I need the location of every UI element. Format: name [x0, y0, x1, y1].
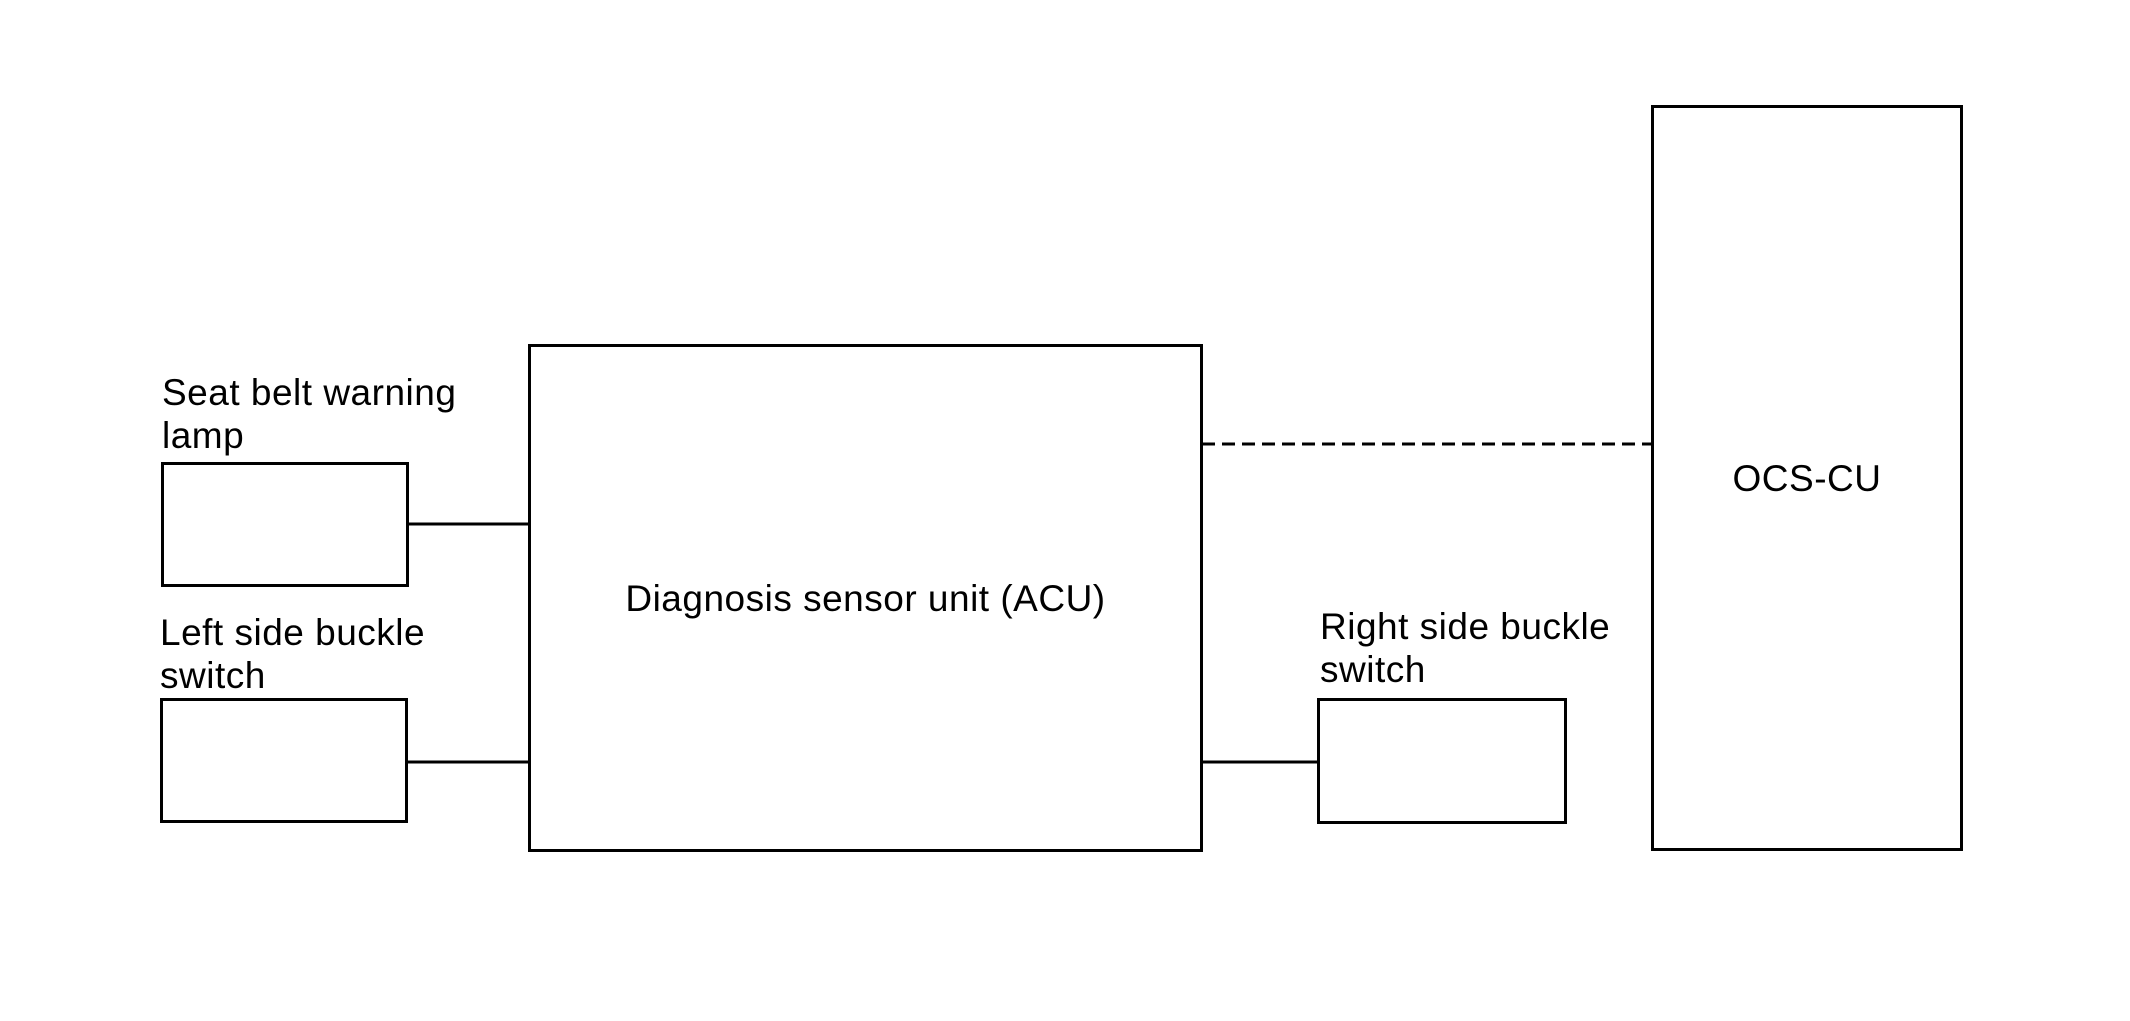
right-side-buckle-switch-box	[1317, 698, 1567, 824]
left-side-buckle-switch-label: Left side buckle switch	[160, 612, 426, 696]
diagnosis-sensor-unit-acu-box: Diagnosis sensor unit (ACU)	[528, 344, 1203, 852]
ocs-cu-box: OCS-CU	[1651, 105, 1963, 851]
ocs-cu-label: OCS-CU	[1732, 457, 1882, 499]
seat-belt-warning-lamp-label: Seat belt warning lamp	[162, 372, 457, 456]
right-side-buckle-switch-label: Right side buckle switch	[1320, 606, 1611, 690]
diagnosis-sensor-unit-acu-label: Diagnosis sensor unit (ACU)	[625, 577, 1106, 619]
seat-belt-warning-lamp-box	[161, 462, 409, 587]
left-side-buckle-switch-box	[160, 698, 408, 823]
